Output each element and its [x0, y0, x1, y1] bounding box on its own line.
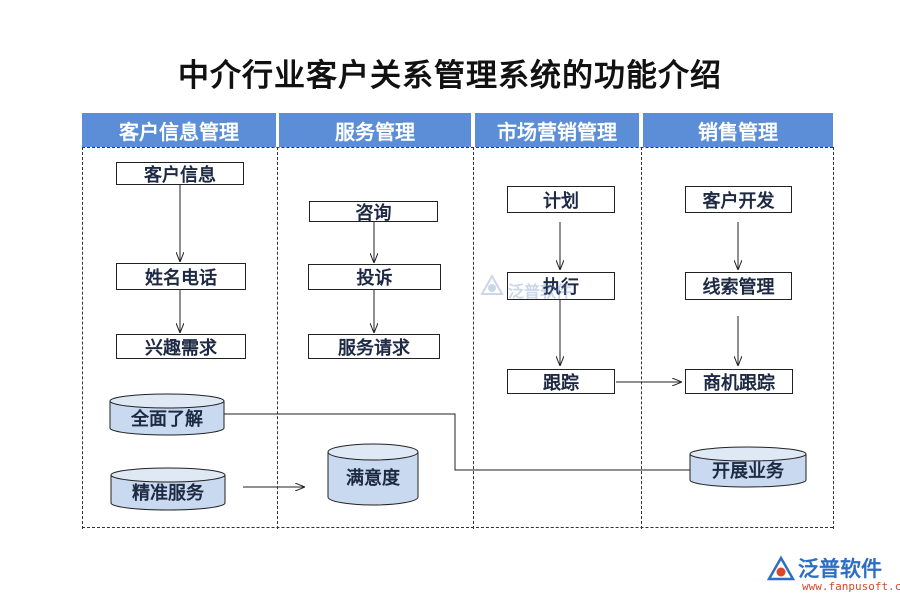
watermark: 泛普软件	[478, 272, 588, 312]
node-opportunity-tracking: 商机跟踪	[685, 369, 793, 394]
watermark-text: 泛普软件	[508, 282, 573, 301]
cylinder-label-precise-service: 精准服务	[132, 483, 204, 504]
node-track: 跟踪	[507, 369, 615, 394]
brand-url: www.fanpusoft.com	[802, 580, 900, 593]
column-header-service: 服务管理	[279, 113, 471, 147]
node-customer-development: 客户开发	[685, 186, 792, 213]
brand-name: 泛普软件	[798, 557, 882, 581]
cylinder-satisfaction	[327, 443, 419, 506]
node-name-phone: 姓名电话	[116, 263, 246, 290]
column-header-sales: 销售管理	[643, 113, 833, 147]
fanpu-logo-icon	[480, 273, 504, 295]
fanpu-logo-icon	[766, 555, 796, 581]
column-header-customer-info: 客户信息管理	[82, 113, 276, 147]
node-consult: 咨询	[309, 201, 438, 224]
cylinder-label-satisfaction: 满意度	[346, 468, 400, 489]
cylinder-business-development	[689, 446, 807, 488]
node-lead-management: 线索管理	[685, 272, 792, 300]
cylinder-label-full-understanding: 全面了解	[131, 409, 203, 430]
frame-top-line	[82, 147, 833, 148]
column-header-marketing: 市场营销管理	[475, 113, 639, 147]
brand-logo: 泛普软件 www.fanpusoft.com	[766, 553, 900, 597]
cylinder-label-business-development: 开展业务	[712, 461, 784, 482]
connector-understanding-to-business	[224, 413, 690, 471]
column-divider	[641, 147, 642, 529]
frame-right-line	[833, 147, 834, 529]
cylinder-full-understanding	[109, 393, 225, 436]
column-divider	[473, 147, 474, 529]
node-service-request: 服务请求	[308, 334, 440, 359]
node-interest-needs: 兴趣需求	[116, 334, 246, 359]
column-divider	[277, 147, 278, 529]
node-plan: 计划	[507, 186, 615, 213]
node-execute: 执行	[507, 272, 615, 300]
diagram-title: 中介行业客户关系管理系统的功能介绍	[178, 58, 722, 94]
node-complaint: 投诉	[308, 264, 441, 290]
frame-bottom-line	[82, 527, 833, 528]
cylinder-precise-service	[110, 467, 226, 511]
frame-left-line	[82, 147, 83, 529]
node-customer-info: 客户信息	[116, 162, 244, 186]
